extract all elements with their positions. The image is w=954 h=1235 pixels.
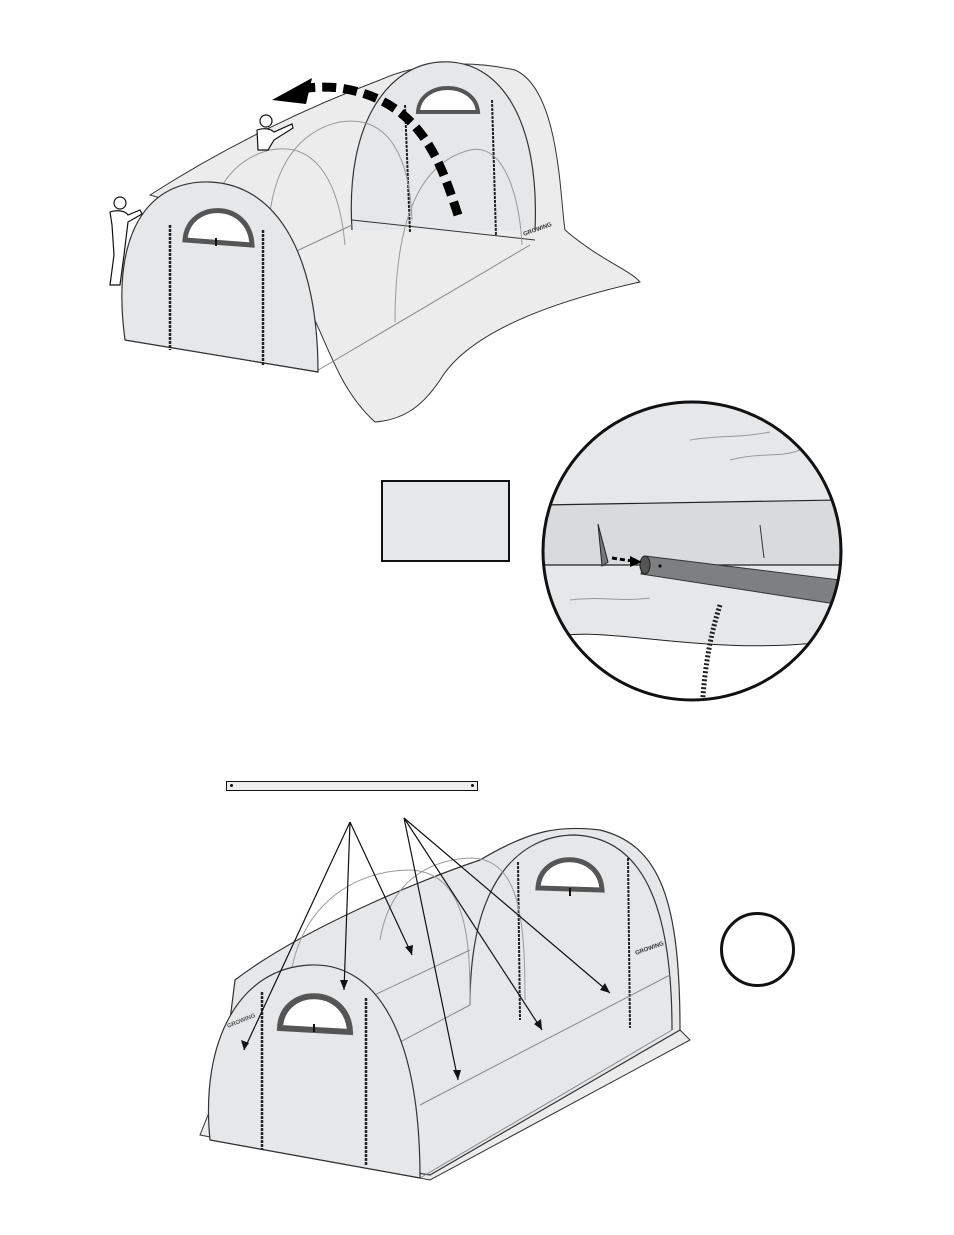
step-number-circle <box>720 912 795 987</box>
